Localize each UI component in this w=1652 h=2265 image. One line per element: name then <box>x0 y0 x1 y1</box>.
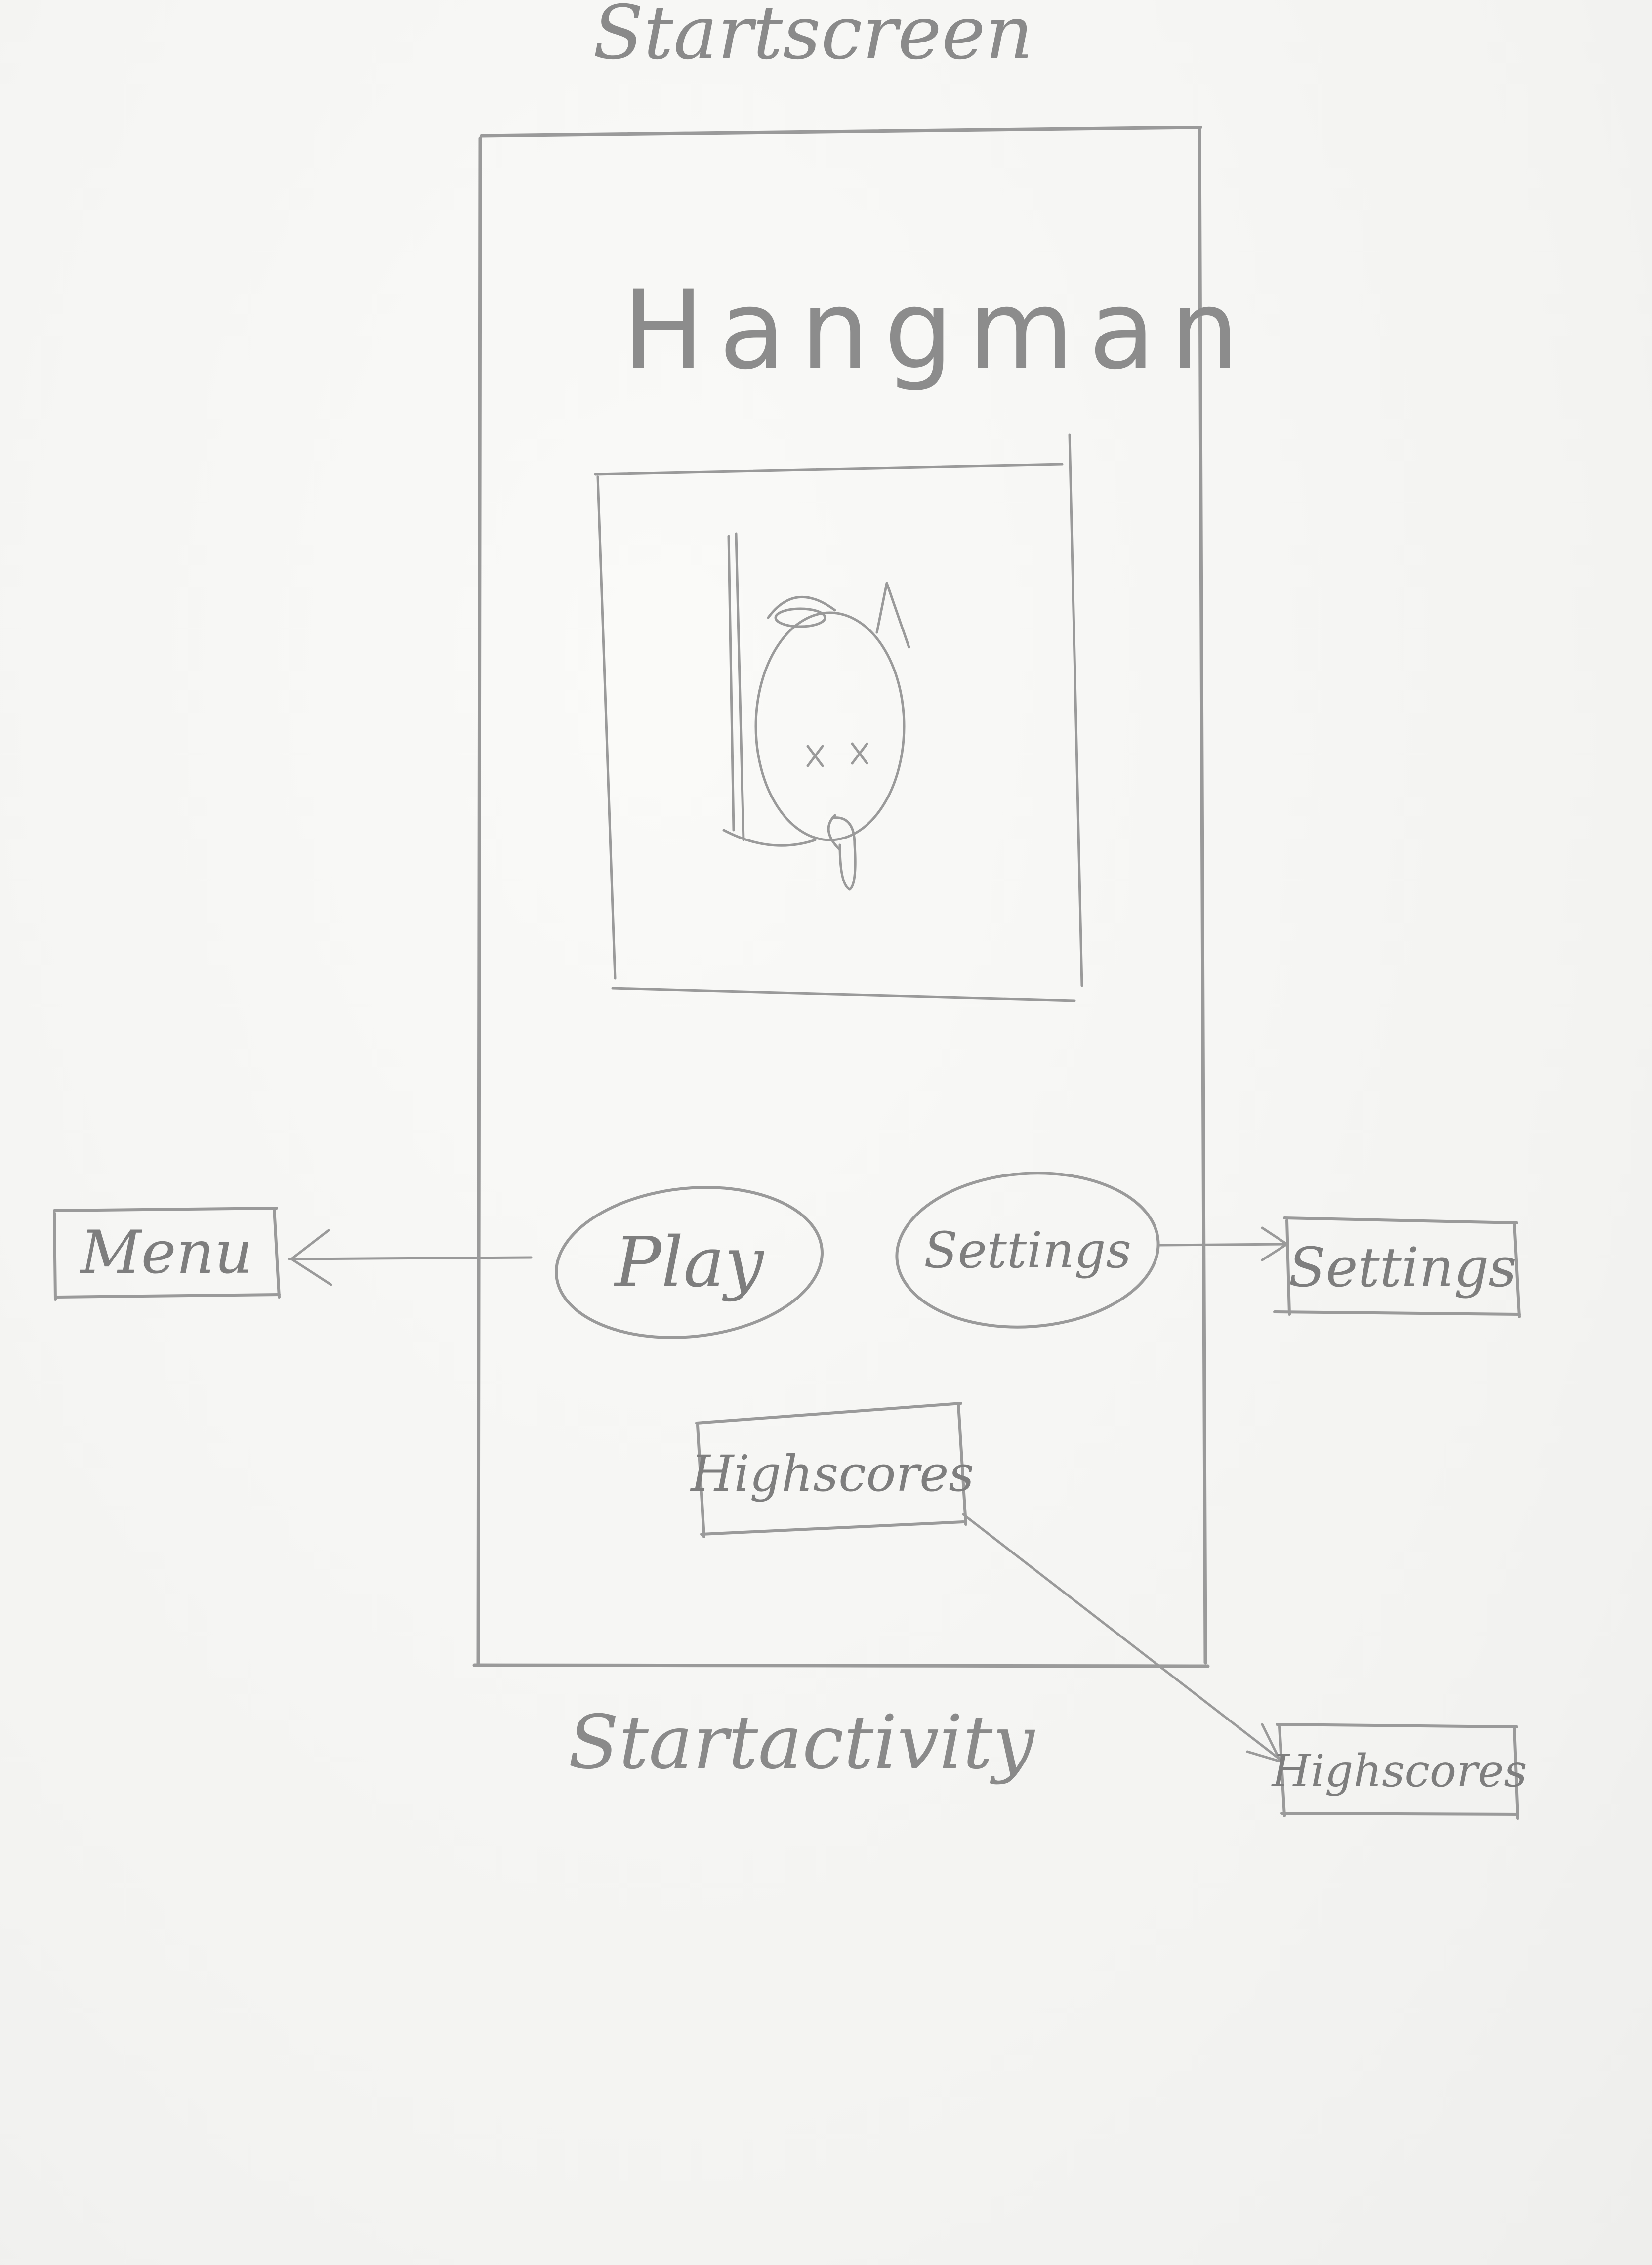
arrow-play-to-menu <box>288 1229 533 1286</box>
highscores-target-box <box>1276 1723 1519 1820</box>
menu-target-label: Menu <box>80 1218 253 1287</box>
menu-target-box <box>53 1207 281 1301</box>
app-title: Hangman <box>622 267 1254 393</box>
play-button-outline <box>555 1186 824 1339</box>
settings-button[interactable]: Settings <box>924 1221 1131 1279</box>
bottom-caption: Startactivity <box>568 1700 1034 1786</box>
settings-button-outline <box>895 1172 1160 1329</box>
highscores-button-outline <box>695 1402 967 1538</box>
play-button[interactable]: Play <box>615 1222 764 1303</box>
hanged-cat-icon <box>722 532 910 891</box>
settings-target-label: Settings <box>1288 1236 1517 1299</box>
image-frame <box>594 433 1083 1002</box>
top-caption: Startscreen <box>593 0 1033 76</box>
settings-target-box <box>1273 1216 1521 1318</box>
arrow-settings-to-settings <box>1157 1226 1288 1261</box>
highscores-target-label: Highscores <box>1272 1745 1527 1797</box>
screen-frame <box>472 126 1210 1668</box>
highscores-button[interactable]: Highscores <box>691 1445 974 1503</box>
arrow-highscores-to-highscores <box>962 1513 1282 1763</box>
